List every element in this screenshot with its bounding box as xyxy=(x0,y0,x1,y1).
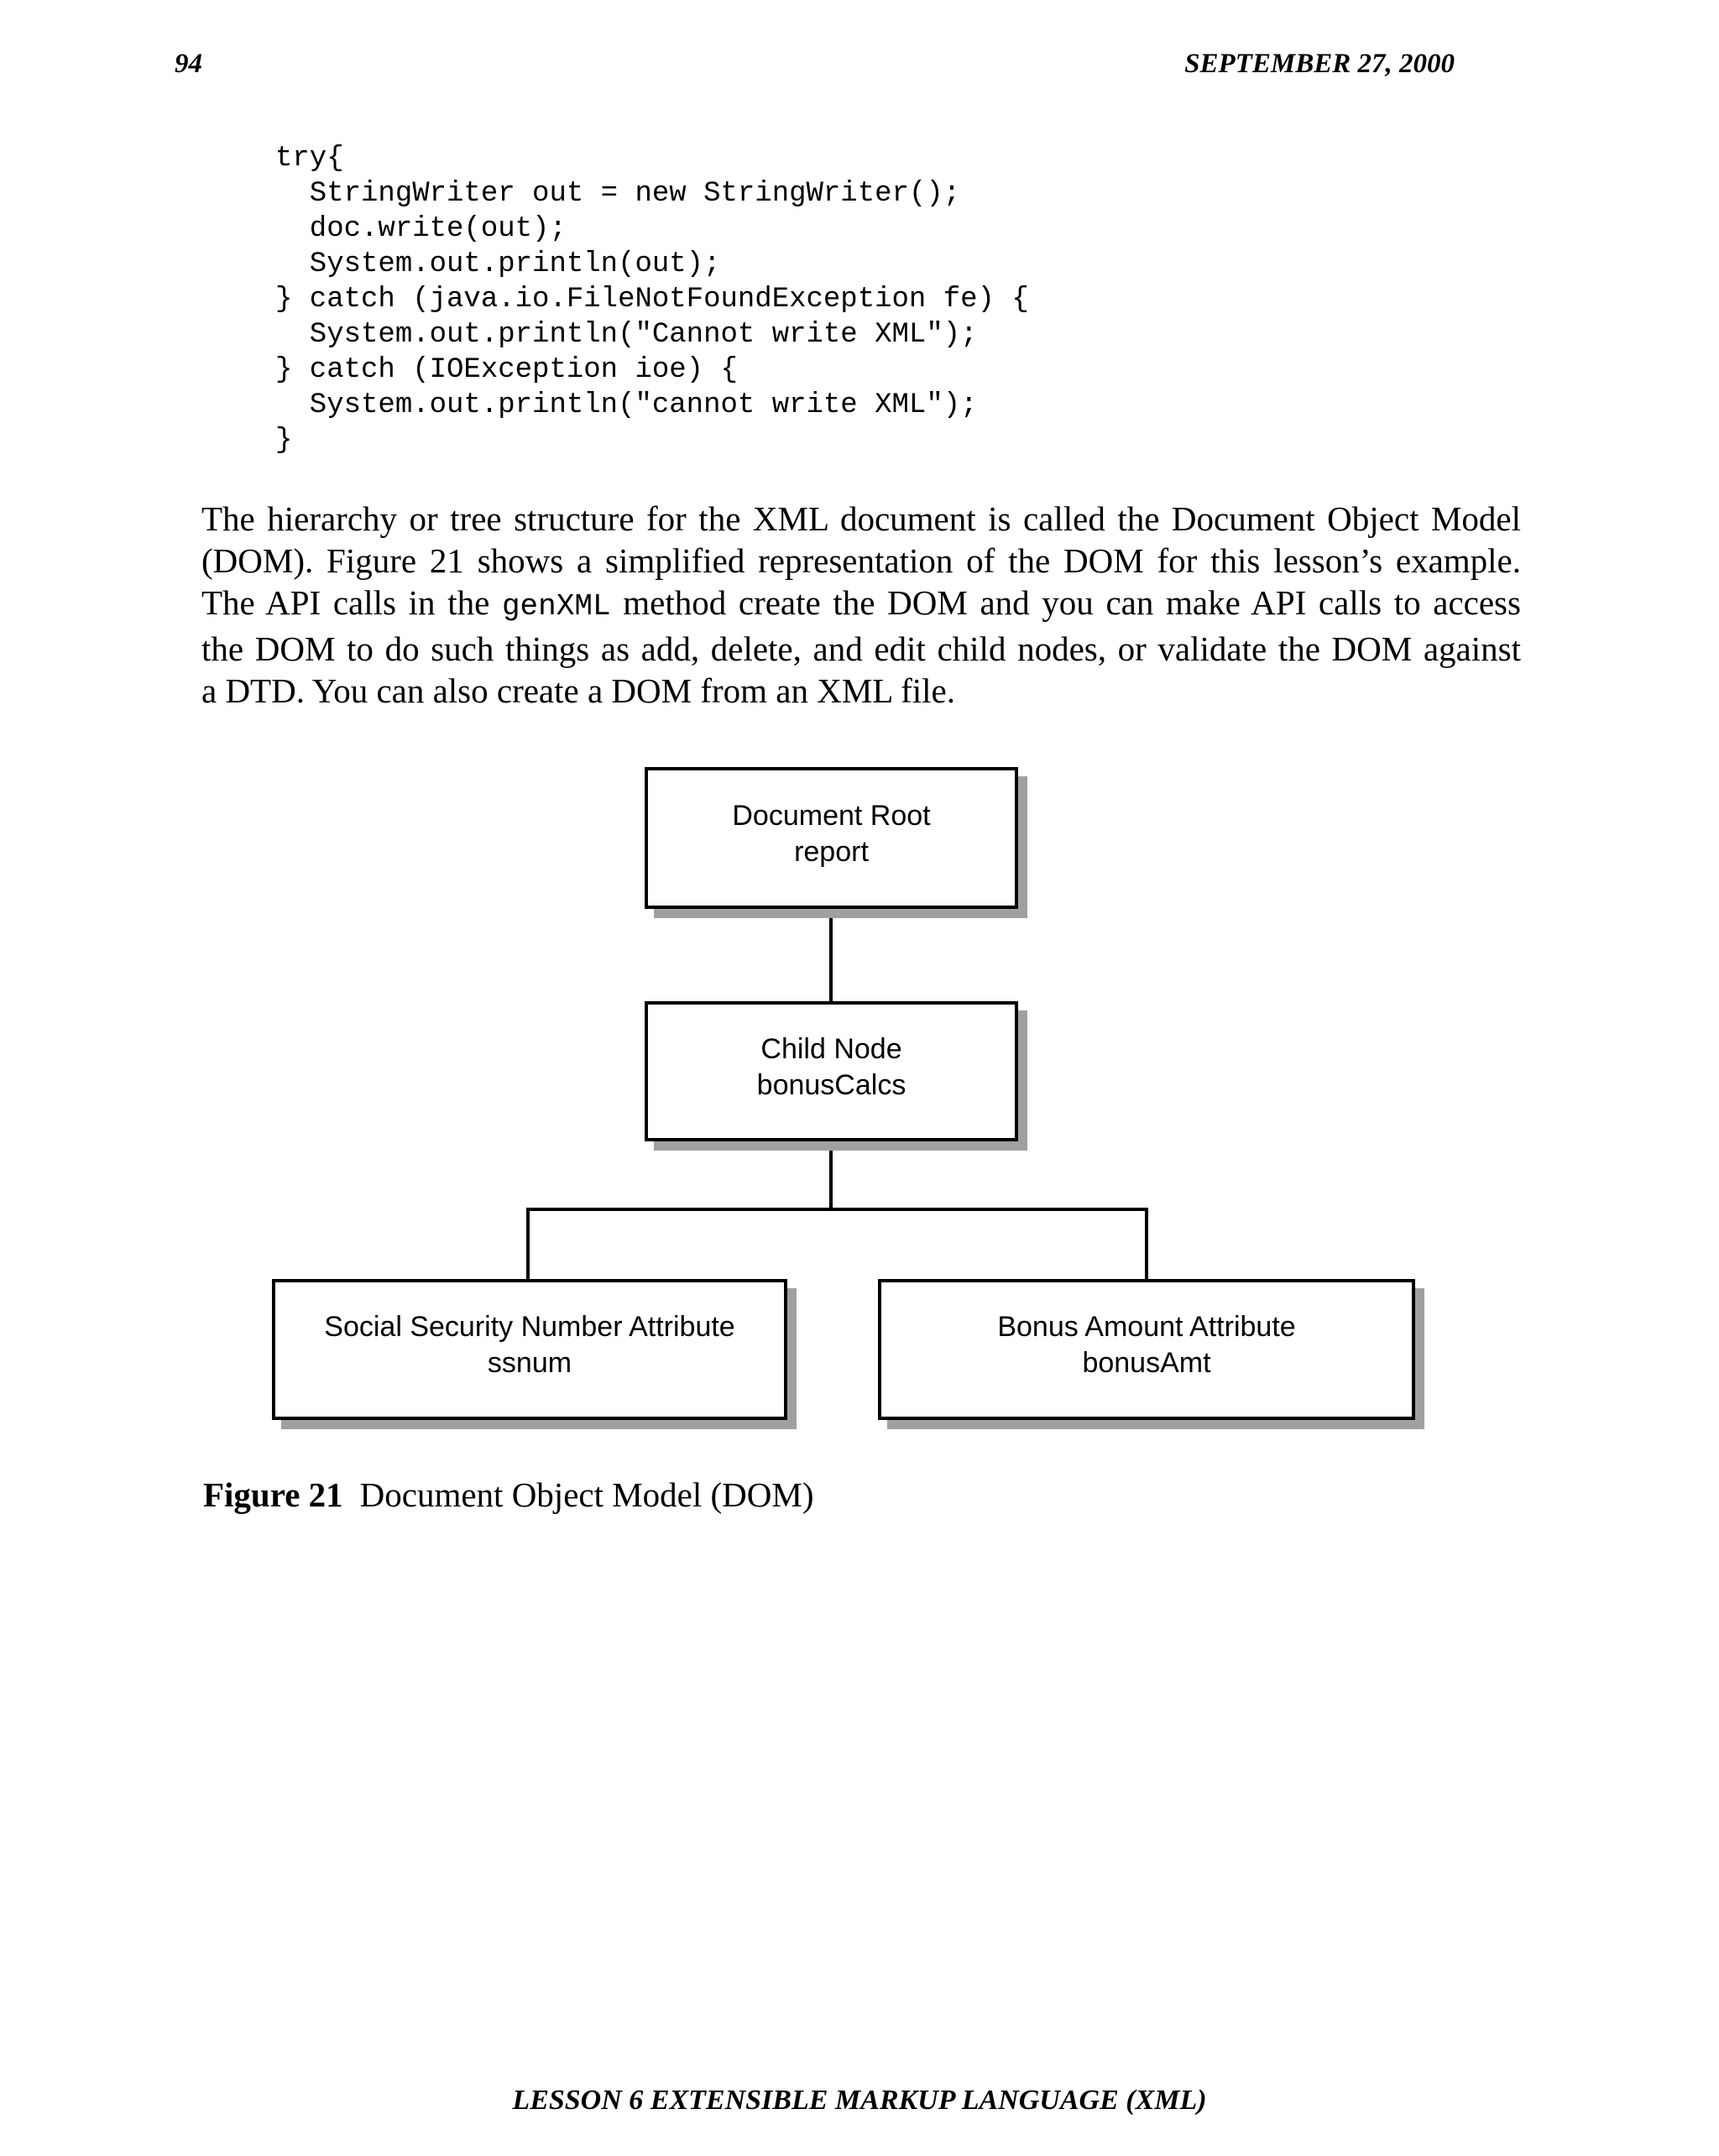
figure-label: Figure 21 xyxy=(203,1475,343,1514)
paragraph-text: method create the DOM and you can make A… xyxy=(610,583,1521,622)
connector-root-to-child xyxy=(829,909,833,1001)
paragraph-line: a DTD. You can also create a DOM from an… xyxy=(201,671,955,710)
page-number: 94 xyxy=(175,49,202,79)
paragraph-text: The API calls in the xyxy=(201,583,502,622)
connector-child-down xyxy=(829,1141,833,1211)
node-title: Social Security Number Attribute xyxy=(324,1311,735,1343)
inline-code-genxml: genXML xyxy=(501,589,611,624)
paragraph-line: The hierarchy or tree structure for the … xyxy=(201,499,1521,538)
connector-horizontal xyxy=(526,1208,1148,1211)
diagram-node-ssnum-attribute: Social Security Number Attribute ssnum xyxy=(272,1279,787,1420)
diagram-node-document-root: Document Root report xyxy=(645,767,1018,909)
connector-to-bonusamt xyxy=(1145,1208,1148,1282)
paragraph-line: The API calls in the genXML method creat… xyxy=(201,582,1521,628)
paragraph-line: (DOM). Figure 21 shows a simplified repr… xyxy=(201,541,1521,580)
code-listing: try{ StringWriter out = new StringWriter… xyxy=(275,143,1029,457)
node-title: Child Node xyxy=(760,1032,902,1065)
figure-caption-text: Document Object Model (DOM) xyxy=(359,1475,814,1514)
header-date: SEPTEMBER 27, 2000 xyxy=(1184,49,1455,79)
node-value: report xyxy=(794,835,869,868)
diagram-node-bonusamt-attribute: Bonus Amount Attribute bonusAmt xyxy=(878,1279,1415,1420)
footer-title: LESSON 6 EXTENSIBLE MARKUP LANGUAGE (XML… xyxy=(512,2085,1207,2116)
node-value: ssnum xyxy=(487,1347,572,1379)
body-paragraph: The hierarchy or tree structure for the … xyxy=(201,498,1521,712)
node-value: bonusCalcs xyxy=(756,1068,907,1101)
node-title: Document Root xyxy=(732,799,931,832)
connector-to-ssnum xyxy=(526,1208,530,1282)
paragraph-line: the DOM to do such things as add, delete… xyxy=(201,629,1521,668)
diagram-node-child-node: Child Node bonusCalcs xyxy=(645,1001,1018,1141)
figure-caption: Figure 21 Document Object Model (DOM) xyxy=(203,1475,814,1515)
node-title: Bonus Amount Attribute xyxy=(997,1311,1296,1343)
node-value: bonusAmt xyxy=(1082,1347,1211,1379)
